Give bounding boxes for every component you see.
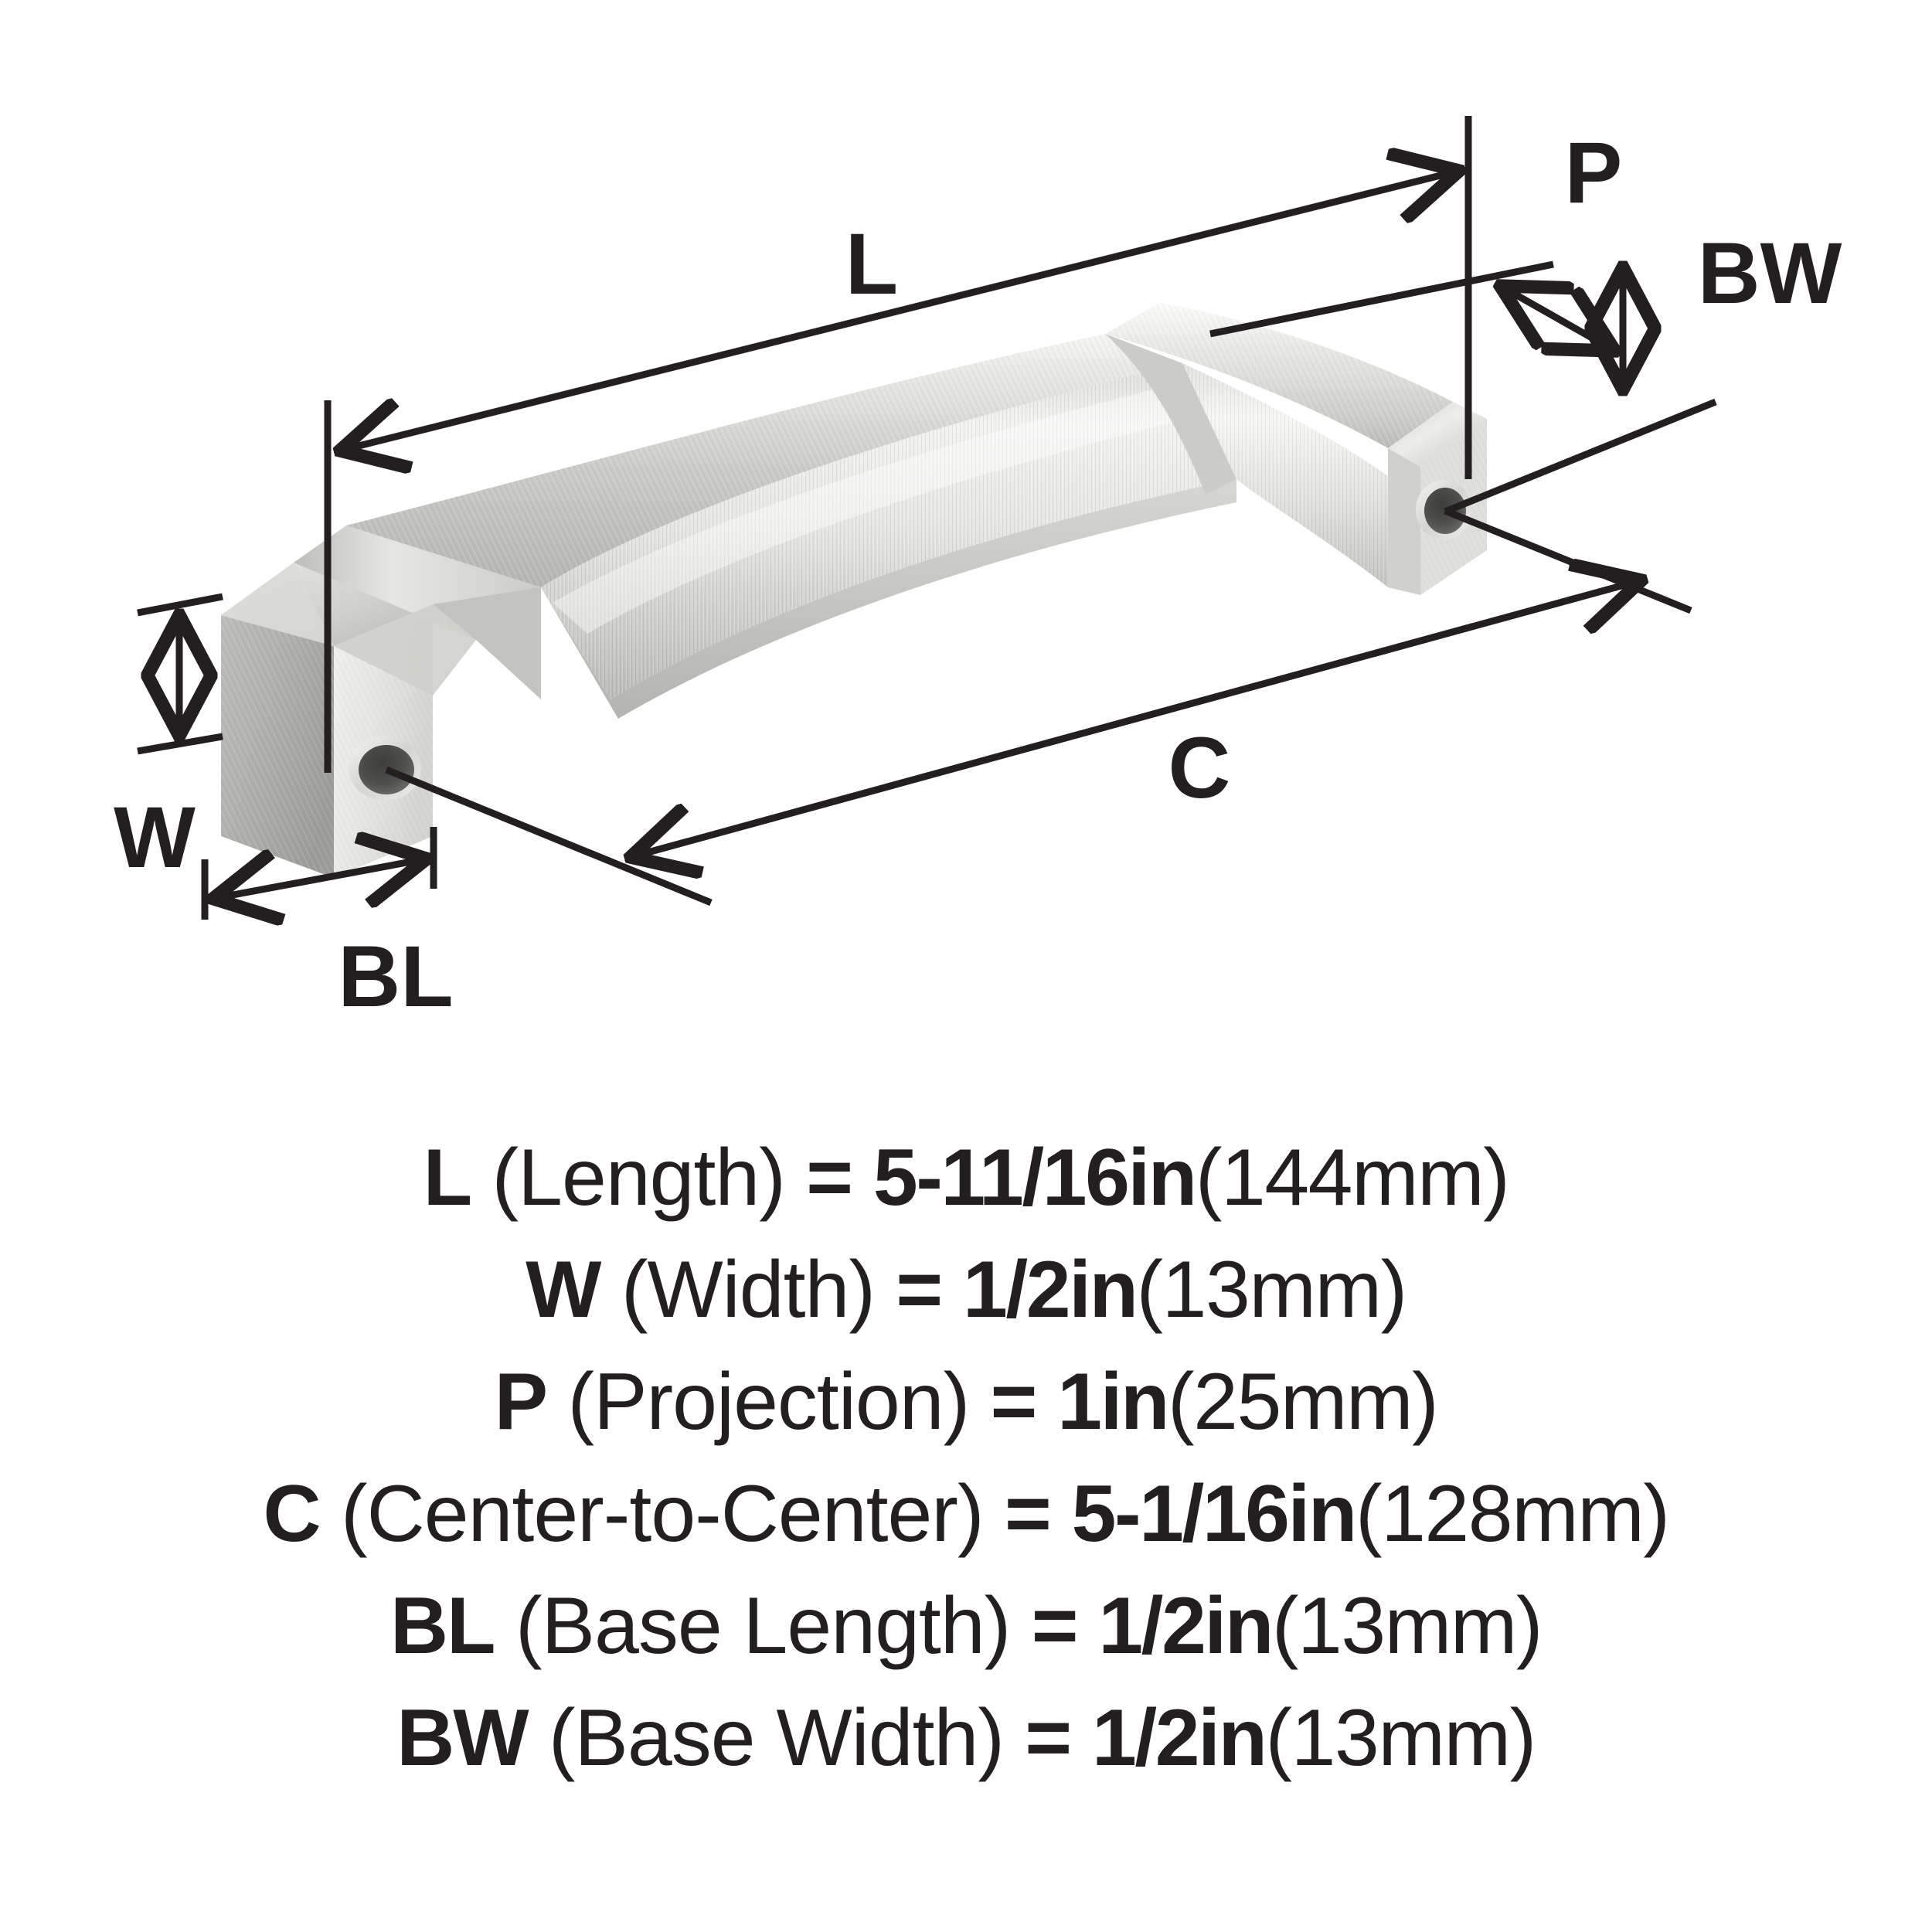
spec-equals: = [990,1357,1038,1447]
spec-symbol: BL [389,1581,496,1671]
spec-value-inches: 1/2in [963,1245,1138,1335]
spec-value-mm: (13mm) [1265,1693,1537,1783]
spec-value-mm: (13mm) [1271,1581,1543,1671]
spec-value-inches: 1in [1057,1357,1169,1447]
dimension-base-width: BW [1623,225,1842,386]
pull-handle-technical-drawing: L P BW [114,116,1842,1025]
spec-value-mm: (25mm) [1168,1357,1439,1447]
base-length-dimension-arrow [216,859,423,898]
projection-extension-line-top [1209,260,1554,338]
spec-value-inches: 5-1/16in [1071,1469,1358,1559]
dimension-width: W [114,593,223,886]
spec-row-width: W (Width) = 1/2in(13mm) [0,1234,1932,1346]
width-label: W [114,789,196,886]
spec-equals: = [1004,1469,1052,1559]
spec-description: (Center-to-Center) [341,1469,985,1559]
spec-row-base-width: BW (Base Width) = 1/2in(13mm) [0,1682,1932,1794]
spec-symbol: P [494,1357,548,1447]
spec-symbol: W [526,1245,601,1335]
spec-row-base-length: BL (Base Length) = 1/2in(13mm) [0,1570,1932,1682]
spec-description: (Width) [621,1245,876,1335]
dimension-specification-list: L (Length) = 5-11/16in(144mm) W (Width) … [0,1082,1932,1932]
spec-value-inches: 5-11/16in [872,1133,1197,1223]
spec-row-length: L (Length) = 5-11/16in(144mm) [0,1122,1932,1234]
spec-equals: = [1031,1581,1079,1671]
spec-description: (Projection) [567,1357,971,1447]
base-length-label: BL [338,928,453,1025]
spec-symbol: L [423,1133,473,1223]
spec-row-center-to-center: C (Center-to-Center) = 5-1/16in(128mm) [0,1458,1932,1570]
spec-description: (Base Length) [515,1581,1011,1671]
right-foot-front-edge [1388,448,1420,595]
spec-value-mm: (128mm) [1355,1469,1670,1559]
spec-equals: = [1025,1693,1072,1783]
spec-symbol: C [263,1469,321,1559]
spec-description: (Length) [492,1133,786,1223]
left-foot-side-brush [221,615,334,878]
spec-description: (Base Width) [548,1693,1005,1783]
ctc-dimension-arrow [634,581,1638,856]
base-width-label: BW [1698,225,1842,321]
center-to-center-label: C [1168,719,1231,816]
spec-value-mm: (144mm) [1195,1133,1510,1223]
projection-extension-line-bottom [1444,398,1717,515]
spec-value-mm: (13mm) [1136,1245,1408,1335]
spec-value-inches: 1/2in [1092,1693,1267,1783]
projection-label: P [1565,124,1623,221]
length-dimension-arrow [343,172,1456,450]
spec-symbol: BW [396,1693,529,1783]
left-foot-top-facet-a [221,563,334,646]
ctc-leader-left [385,766,713,906]
dimension-length: L [324,116,1468,773]
dimension-base-length: BL [205,827,454,1025]
left-riser-inner [433,587,541,699]
length-label: L [845,216,898,312]
product-illustration-area: L P BW [114,116,1842,1025]
spec-equals: = [896,1245,943,1335]
spec-row-projection: P (Projection) = 1in(25mm) [0,1346,1932,1458]
spec-equals: = [806,1133,853,1223]
spec-value-inches: 1/2in [1098,1581,1274,1671]
left-riser-shadow [334,604,476,696]
dimension-center-to-center: C [385,507,1692,906]
